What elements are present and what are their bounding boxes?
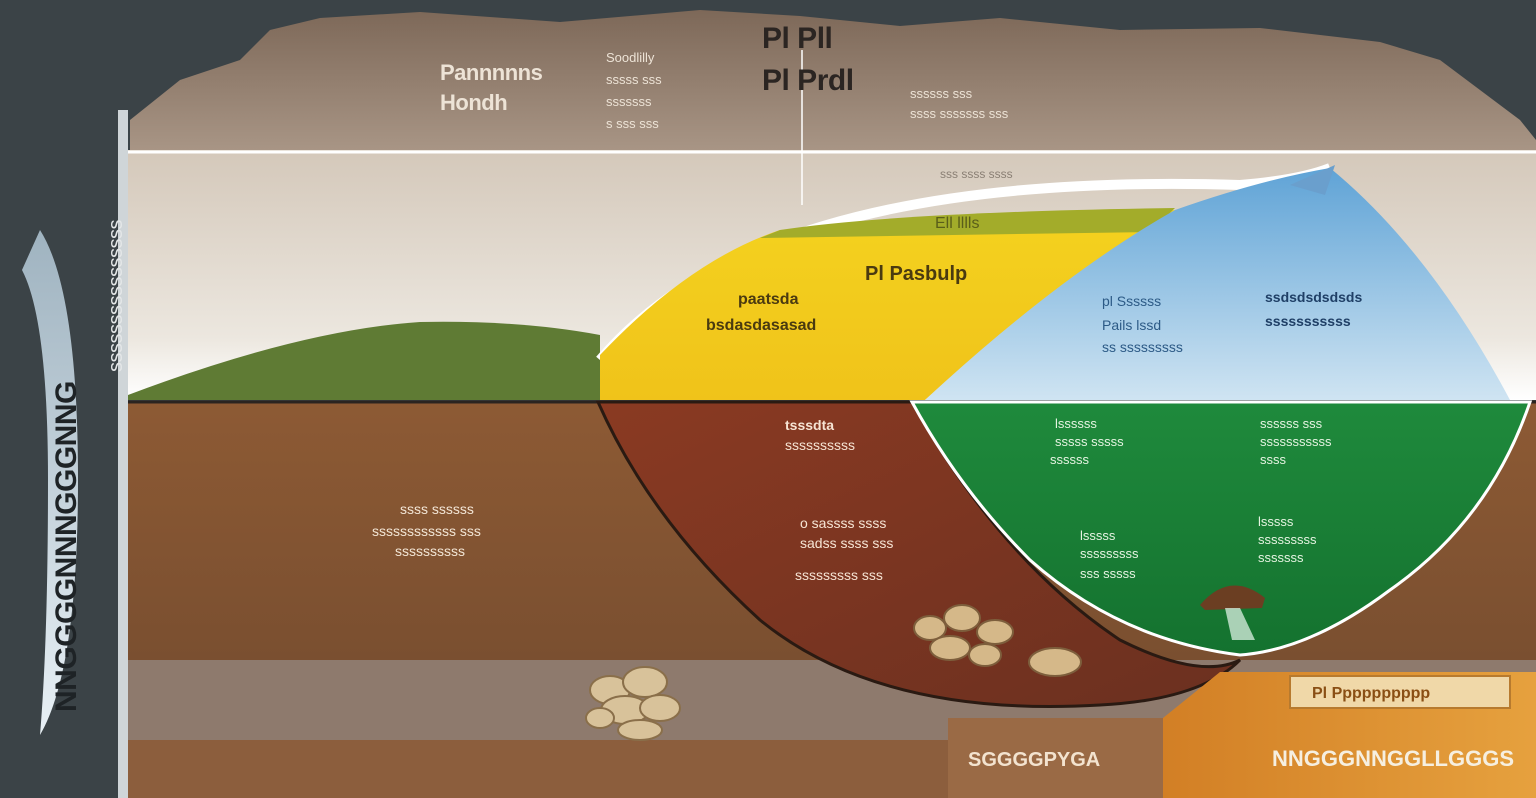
blue-label-1: pl Ssssss	[1102, 293, 1161, 309]
blue-tip	[1290, 165, 1335, 195]
red-label-1: tsssdta	[785, 417, 834, 433]
red-label-3: o sassss ssss	[800, 515, 886, 531]
green-label-3: ssssss	[1050, 452, 1090, 467]
left-edge-bar	[118, 110, 128, 798]
green-label-5: sssssssssss	[1260, 434, 1332, 449]
bottom-box-1	[948, 718, 1163, 798]
vertical-arrow-icon	[22, 230, 78, 735]
top-right-label-2: ssss sssssss sss	[910, 106, 1009, 121]
left-vertical-label: NNGGGGNNNGGGNNG	[50, 381, 83, 712]
top-mid-label-1: Soodlilly	[606, 50, 655, 65]
blue-label-3: ss sssssssss	[1102, 339, 1183, 355]
green-cap	[760, 208, 1175, 238]
green-soil-bowl	[909, 400, 1533, 657]
top-left-label-2: Hondh	[440, 90, 507, 115]
yellow-zone	[600, 210, 1175, 400]
yellow-label-2: bsdasdasasad	[706, 317, 816, 334]
green-label-11: sssssssss	[1258, 532, 1317, 547]
red-label-2: ssssssssss	[785, 437, 855, 453]
rock-pile-left	[585, 666, 681, 741]
upper-band-label: sss ssss ssss	[940, 167, 1013, 181]
bottom-tag-label: Pl Pppppppppp	[1312, 685, 1430, 702]
green-label-6: ssss	[1260, 452, 1287, 467]
blue-label-5: sssssssssss	[1265, 313, 1351, 329]
top-mid-label-3: sssssss	[606, 94, 652, 109]
yellow-title: Pl Pasbulp	[865, 263, 967, 285]
top-heading-2: Pl Prdl	[762, 64, 854, 97]
green-label-4: ssssss sss	[1260, 416, 1323, 431]
red-label-5: sssssssss sss	[795, 567, 883, 583]
soil-label-1: ssss ssssss	[400, 501, 474, 517]
green-cap-label: Ell lllls	[935, 215, 979, 232]
soil-label-2: ssssssssssss sss	[372, 523, 481, 539]
green-label-2: sssss sssss	[1055, 434, 1124, 449]
top-rock-band	[130, 10, 1536, 150]
top-right-label-1: ssssss sss	[910, 86, 973, 101]
red-soil-bowl	[595, 400, 1242, 708]
top-left-label-1: Pannnnns	[440, 60, 543, 85]
mushroom-icon	[1200, 585, 1265, 640]
rock-pile-center	[913, 604, 1082, 677]
red-label-4: sadss ssss sss	[800, 535, 893, 551]
green-label-1: lssssss	[1055, 416, 1097, 431]
green-label-9: sss sssss	[1080, 566, 1136, 581]
top-heading-1: Pl Pll	[762, 22, 832, 55]
soil-label-3: ssssssssss	[395, 543, 465, 559]
blue-label-4: ssdsdsdsdsds	[1265, 289, 1362, 305]
blue-zone	[925, 168, 1510, 400]
green-label-7: lsssss	[1080, 528, 1116, 543]
grass-mound	[128, 321, 600, 400]
blue-label-2: Pails lssd	[1102, 317, 1161, 333]
green-label-12: sssssss	[1258, 550, 1304, 565]
bottom-tag-box	[1289, 675, 1511, 709]
green-label-10: lsssss	[1258, 514, 1294, 529]
top-mid-label-4: s sss sss	[606, 116, 659, 131]
bottom-box-label-1: SGGGGPYGA	[968, 749, 1100, 771]
side-vertical-label: ssssssssssssssss	[105, 220, 127, 373]
bottom-box-label-2: NNGGGNNGGLLGGGS	[1272, 746, 1514, 771]
green-label-8: sssssssss	[1080, 546, 1139, 561]
yellow-label-1: paatsda	[738, 291, 799, 308]
top-mid-label-2: sssss sss	[606, 72, 662, 87]
